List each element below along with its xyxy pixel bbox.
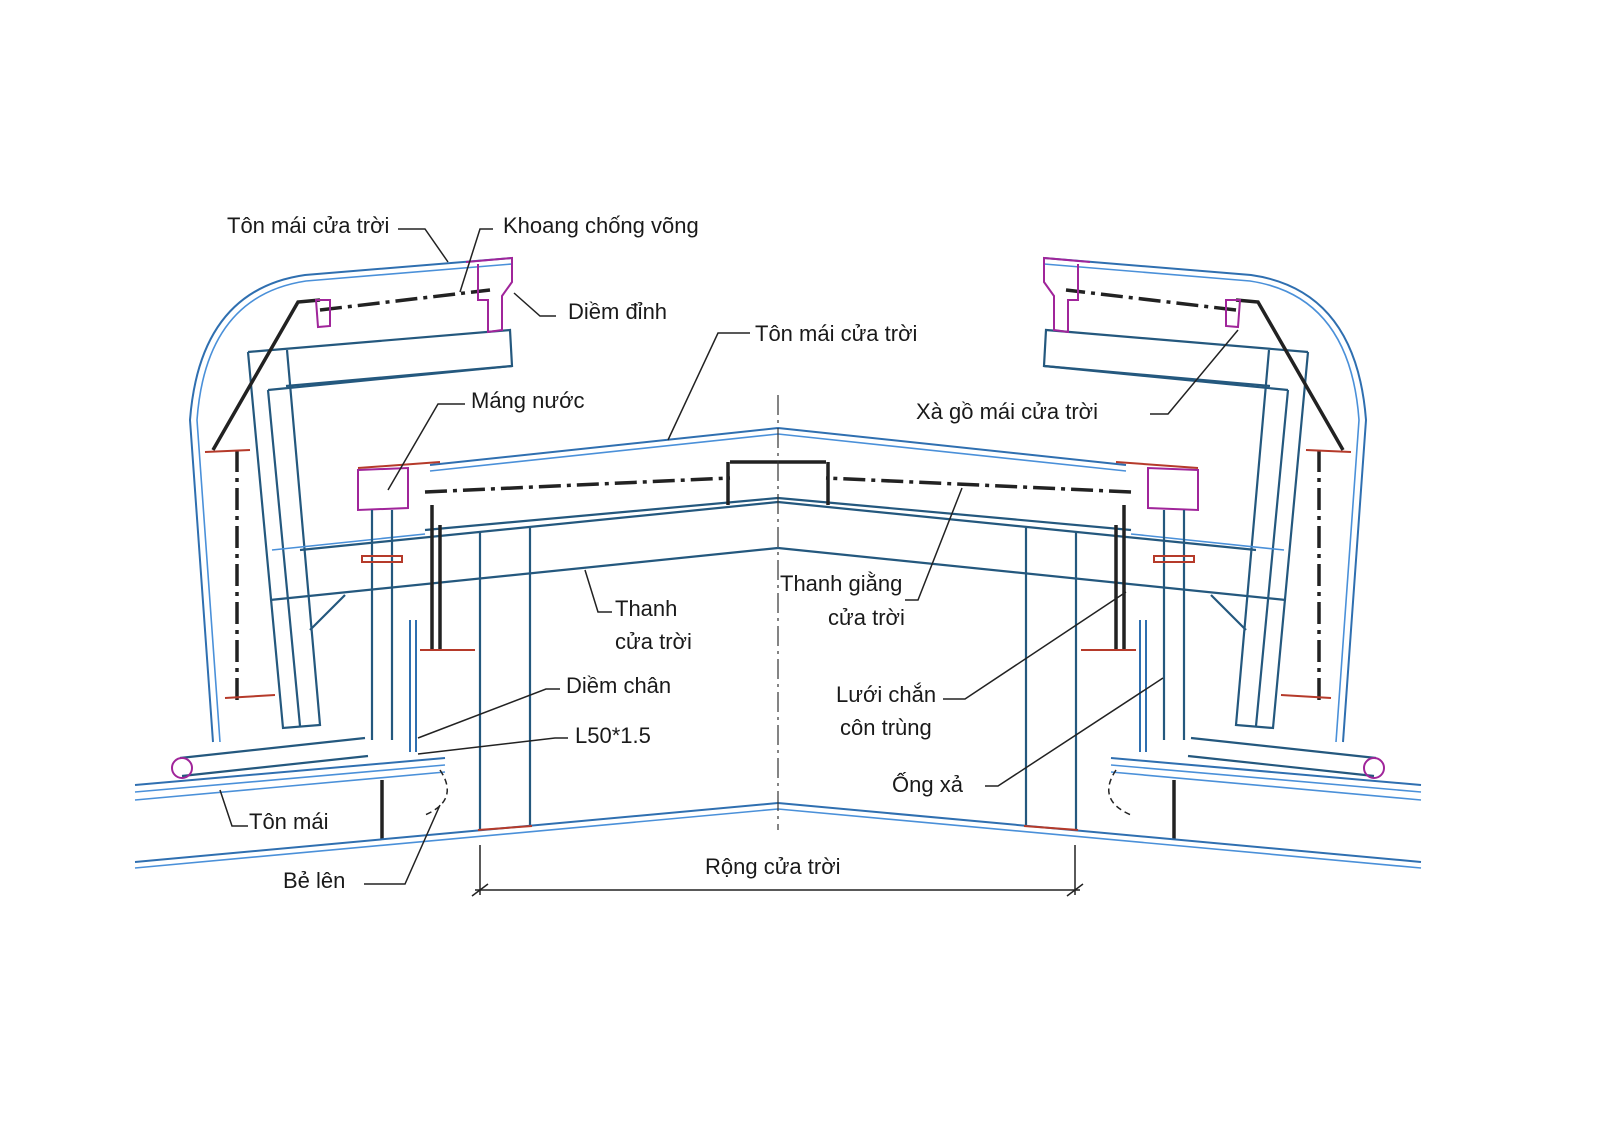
label-top-flashing: Diềm đỉnh [568, 299, 667, 324]
label-base-flashing: Diềm chân [566, 673, 671, 698]
label-angle-size: L50*1.5 [575, 723, 651, 748]
label-skylight-width: Rộng cửa trời [705, 854, 841, 879]
label-roof-sheet: Tôn mái [249, 809, 328, 834]
label-skylight-brace-2: cửa trời [828, 605, 905, 630]
label-skylight-roof-sheet-center: Tôn mái cửa trời [755, 321, 917, 346]
label-gutter: Máng nước [471, 388, 585, 413]
right-half [776, 256, 1423, 870]
width-dimension [471, 845, 1084, 897]
leader-lines [219, 228, 1239, 885]
label-skylight-bar-2: cửa trời [615, 629, 692, 654]
label-drain-pipe: Ống xả [892, 771, 964, 797]
label-skylight-purlin: Xà gồ mái cửa trời [916, 399, 1098, 424]
label-insect-screen-1: Lưới chắn [836, 682, 936, 707]
left-half [133, 256, 780, 870]
label-insect-screen-2: côn trùng [840, 715, 932, 740]
label-skylight-bar-1: Thanh [615, 596, 677, 621]
label-bend-up: Bẻ lên [283, 868, 345, 893]
label-anti-sag-bay: Khoang chống võng [503, 213, 699, 238]
label-skylight-roof-sheet-left: Tôn mái cửa trời [227, 213, 389, 238]
label-skylight-brace-1: Thanh giằng [780, 571, 902, 596]
